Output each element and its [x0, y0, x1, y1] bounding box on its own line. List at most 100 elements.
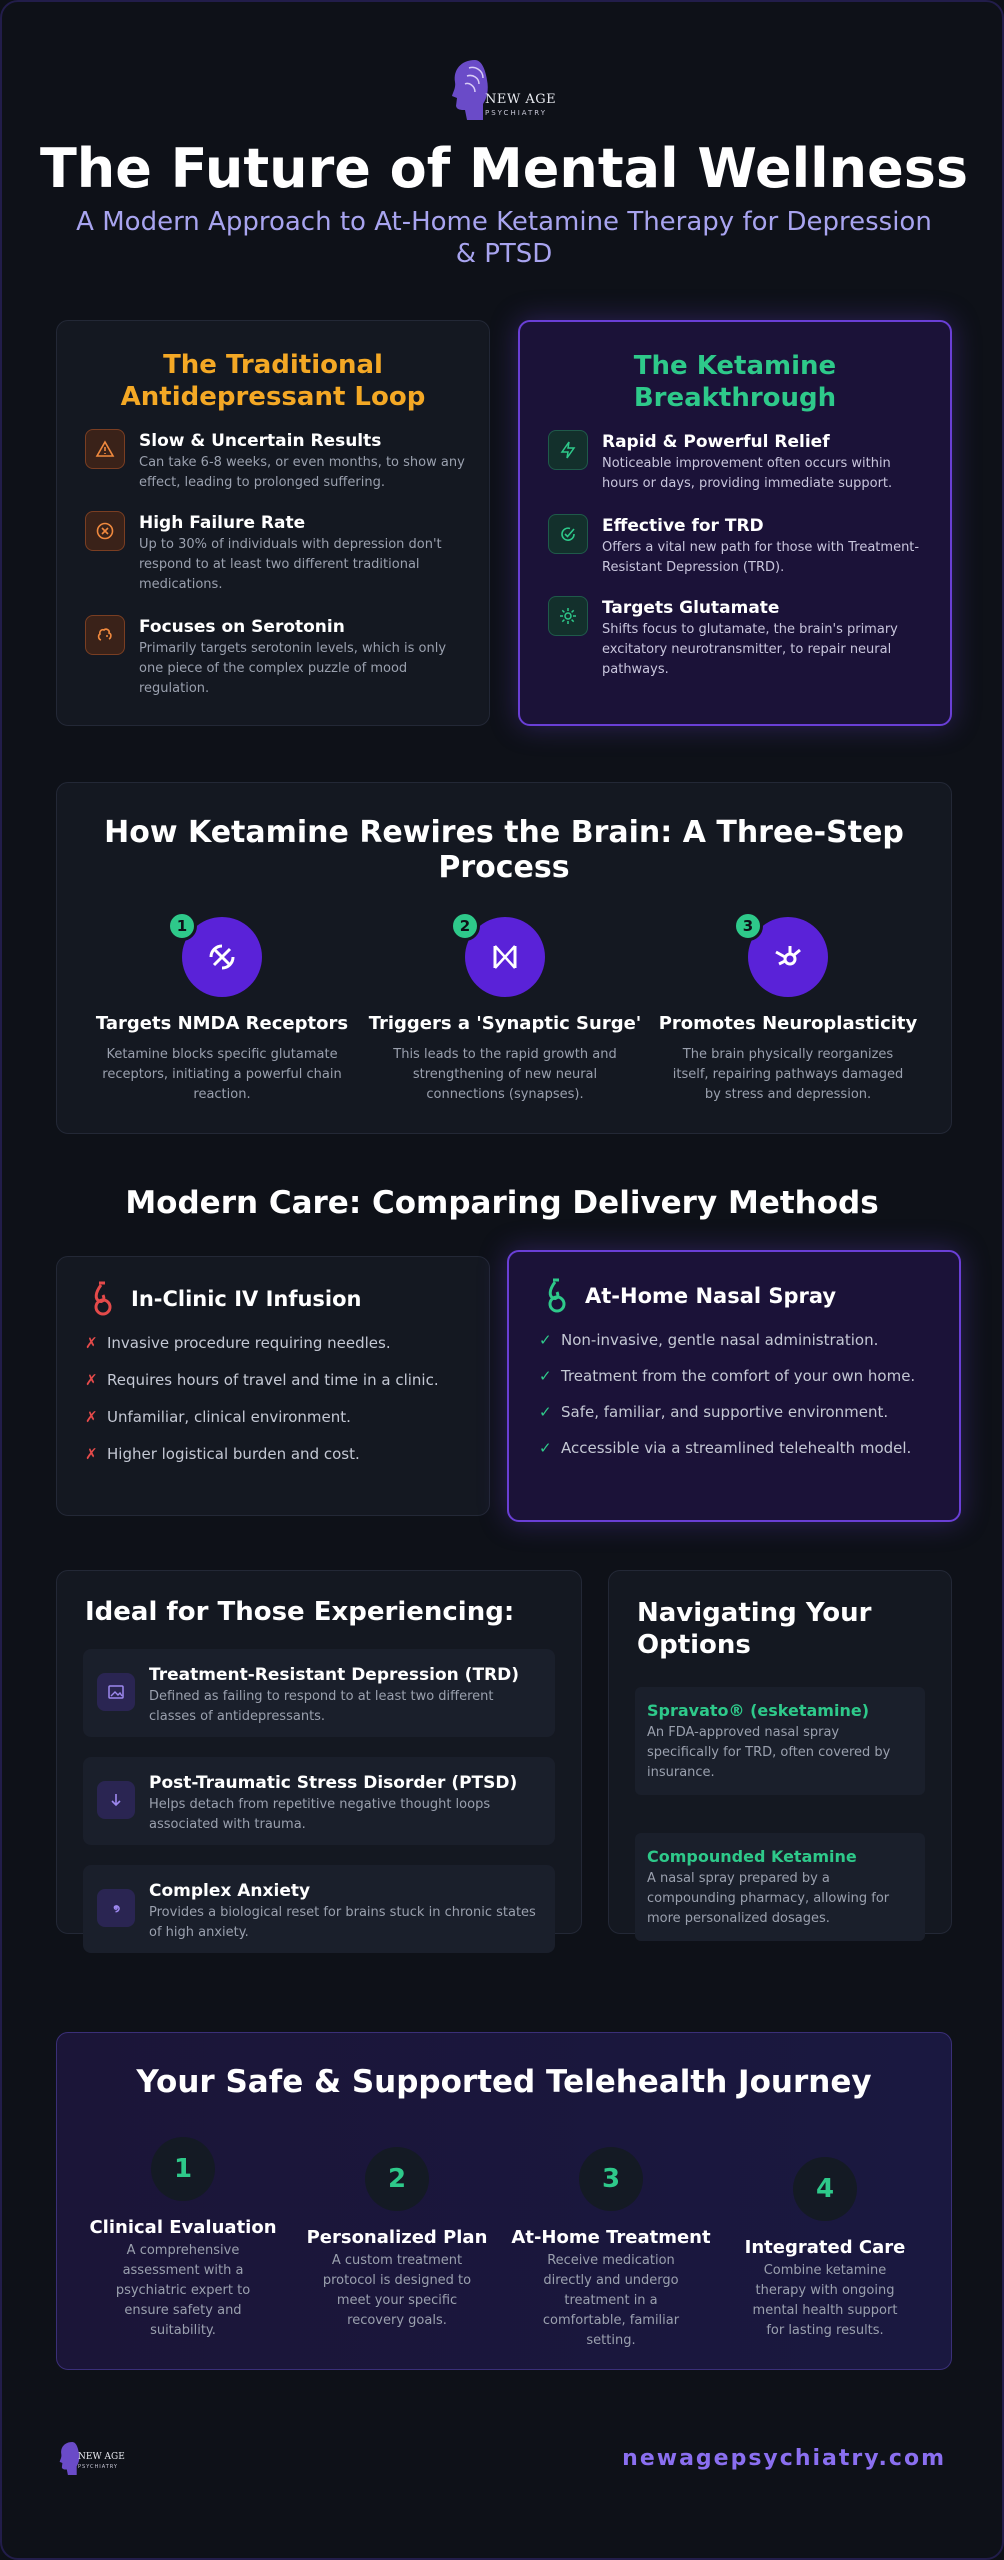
pro-item: ✓Treatment from the comfort of your own …: [539, 1364, 935, 1388]
ketamine-item: Effective for TRD Offers a vital new pat…: [548, 514, 930, 594]
head-silhouette-icon: [452, 60, 488, 120]
brain-icon: [85, 615, 125, 655]
cross-icon: ✗: [85, 1445, 98, 1463]
feature-desc: Noticeable improvement often occurs with…: [602, 456, 893, 491]
ideal-item-desc: Provides a biological reset for brains s…: [149, 1905, 536, 1940]
journey-step-number: 1: [151, 2137, 215, 2201]
iv-title: In-Clinic IV Infusion: [131, 1287, 362, 1311]
step-number-badge: 1: [167, 911, 197, 941]
ideal-item-title: Post-Traumatic Stress Disorder (PTSD): [149, 1773, 518, 1793]
journey-step: 4 Integrated Care Combine ketamine thera…: [725, 2153, 925, 2363]
image-icon: [97, 1673, 135, 1711]
delivery-title: Modern Care: Comparing Delivery Methods: [125, 1185, 879, 1221]
step-title: Promotes Neuroplasticity: [658, 1013, 918, 1034]
page-subtitle: A Modern Approach to At-Home Ketamine Th…: [76, 207, 932, 269]
pro-item: ✓Safe, familiar, and supportive environm…: [539, 1400, 935, 1424]
ideal-item: Complex Anxiety Provides a biological re…: [83, 1865, 555, 1953]
step-desc: This leads to the rapid growth and stren…: [393, 1047, 617, 1102]
step-desc: Ketamine blocks specific glutamate recep…: [102, 1047, 342, 1102]
feature-title: Focuses on Serotonin: [139, 617, 345, 637]
check-icon: ✓: [539, 1367, 552, 1385]
step-number-badge: 2: [450, 911, 480, 941]
journey-step-number: 4: [793, 2157, 857, 2221]
ketamine-title: The Ketamine Breakthrough: [633, 351, 837, 413]
feature-desc: Can take 6-8 weeks, or even months, to s…: [139, 455, 465, 490]
journey-step-title: Personalized Plan: [306, 2227, 488, 2248]
feature-desc: Offers a vital new path for those with T…: [602, 540, 920, 575]
step-title: Targets NMDA Receptors: [95, 1013, 349, 1034]
ideal-item-desc: Defined as failing to respond to at leas…: [149, 1689, 494, 1724]
check-icon: ✓: [539, 1439, 552, 1457]
step-title: Triggers a 'Synaptic Surge': [368, 1013, 642, 1034]
footer-logo-wordmark: NEW AGE: [78, 2452, 125, 2462]
traditional-card: The Traditional Antidepressant Loop Slow…: [56, 320, 490, 726]
feature-title: Slow & Uncertain Results: [139, 431, 382, 451]
con-item: ✗Higher logistical burden and cost.: [85, 1442, 469, 1466]
journey-step-desc: A custom treatment protocol is designed …: [322, 2253, 472, 2328]
traditional-item: Focuses on Serotonin Primarily targets s…: [85, 615, 469, 715]
journey-step: 1 Clinical Evaluation A comprehensive as…: [83, 2133, 283, 2363]
journey-step-title: Clinical Evaluation: [89, 2217, 277, 2238]
process-steps: 1 Targets NMDA Receptors Ketamine blocks…: [57, 911, 953, 1117]
pro-item: ✓Accessible via a streamlined telehealth…: [539, 1436, 935, 1460]
cross-icon: ✗: [85, 1408, 98, 1426]
feature-title: Rapid & Powerful Relief: [602, 432, 830, 452]
journey-step: 3 At-Home Treatment Receive medication d…: [511, 2143, 711, 2363]
step-number-badge: 3: [733, 911, 763, 941]
options-title: Navigating Your Options: [637, 1598, 872, 1660]
nasal-spray-icon: [541, 1278, 573, 1314]
cross-icon: ✗: [85, 1371, 98, 1389]
nasal-pros-list: ✓Non-invasive, gentle nasal administrati…: [539, 1328, 935, 1460]
ideal-item: Treatment-Resistant Depression (TRD) Def…: [83, 1649, 555, 1737]
x-circle-icon: [85, 511, 125, 551]
journey-step-desc: A comprehensive assessment with a psychi…: [115, 2243, 251, 2338]
head-silhouette-icon: [59, 2442, 80, 2476]
ideal-item-title: Treatment-Resistant Depression (TRD): [149, 1665, 520, 1685]
journey-title: Your Safe & Supported Telehealth Journey: [136, 2064, 872, 2100]
journey-step-title: Integrated Care: [744, 2237, 906, 2258]
check-icon: ✓: [539, 1403, 552, 1421]
feature-title: High Failure Rate: [139, 513, 306, 533]
check-icon: ✓: [539, 1331, 552, 1349]
traditional-item: High Failure Rate Up to 30% of individua…: [85, 511, 469, 611]
con-item: ✗Requires hours of travel and time in a …: [85, 1368, 469, 1392]
journey-step-desc: Receive medication directly and undergo …: [542, 2253, 680, 2348]
ideal-item-desc: Helps detach from repetitive negative th…: [149, 1797, 491, 1832]
brand-logo: NEW AGE PSYCHIATRY: [449, 54, 559, 124]
journey-step: 2 Personalized Plan A custom treatment p…: [297, 2143, 497, 2363]
option-compounded: Compounded Ketamine A nasal spray prepar…: [635, 1833, 925, 1941]
feature-title: Targets Glutamate: [602, 598, 780, 618]
spiral-icon: [97, 1889, 135, 1927]
ketamine-card: The Ketamine Breakthrough Rapid & Powerf…: [518, 320, 952, 726]
check-circle-icon: [548, 514, 588, 554]
con-item: ✗Unfamiliar, clinical environment.: [85, 1405, 469, 1429]
pro-item: ✓Non-invasive, gentle nasal administrati…: [539, 1328, 935, 1352]
gear-icon: [548, 596, 588, 636]
options-card: Navigating Your Options Spravato® (esket…: [608, 1570, 952, 1941]
feature-desc: Primarily targets serotonin levels, whic…: [139, 641, 447, 696]
logo-wordmark: NEW AGE: [485, 92, 557, 107]
page-title: The Future of Mental Wellness: [39, 137, 969, 200]
ideal-item: Post-Traumatic Stress Disorder (PTSD) He…: [83, 1757, 555, 1845]
process-card: How Ketamine Rewires the Brain: A Three-…: [56, 782, 952, 1134]
footer-logo-tagline: PSYCHIATRY: [78, 2464, 118, 2470]
iv-drip-icon: [87, 1281, 119, 1317]
journey-step-desc: Combine ketamine therapy with ongoing me…: [752, 2263, 898, 2338]
arrow-down-icon: [97, 1781, 135, 1819]
step-desc: The brain physically reorganizes itself,…: [672, 1047, 904, 1102]
option-spravato: Spravato® (esketamine) An FDA-approved n…: [635, 1687, 925, 1795]
ketamine-item: Rapid & Powerful Relief Noticeable impro…: [548, 430, 930, 510]
iv-infusion-card: In-Clinic IV Infusion ✗Invasive procedur…: [56, 1256, 490, 1516]
traditional-title: The Traditional Antidepressant Loop: [120, 350, 426, 412]
nasal-spray-card: At-Home Nasal Spray ✓Non-invasive, gentl…: [507, 1250, 961, 1522]
cross-icon: ✗: [85, 1334, 98, 1352]
feature-title: Effective for TRD: [602, 516, 764, 536]
nasal-title: At-Home Nasal Spray: [585, 1284, 837, 1308]
journey-step-number: 3: [579, 2147, 643, 2211]
option-title: Spravato® (esketamine): [647, 1701, 870, 1720]
feature-desc: Up to 30% of individuals with depression…: [139, 537, 442, 592]
website-link[interactable]: newagepsychiatry.com: [622, 2446, 946, 2471]
ideal-item-title: Complex Anxiety: [149, 1881, 311, 1901]
ideal-title: Ideal for Those Experiencing:: [85, 1597, 515, 1627]
